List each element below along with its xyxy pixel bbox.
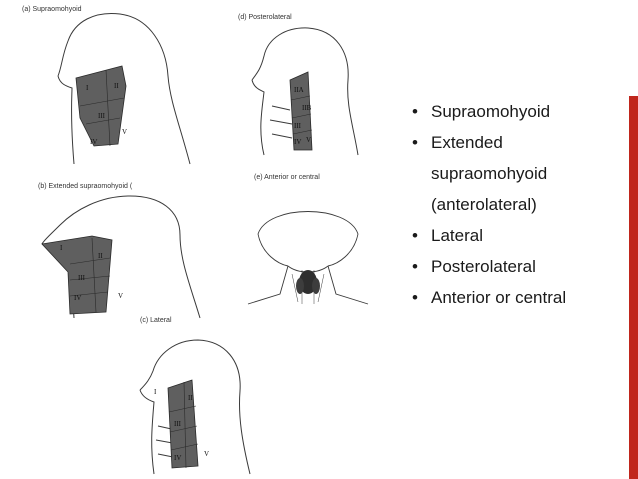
panel-e-anterior-central: (e) Anterior or central: [228, 174, 388, 314]
list-item: • Supraomohyoid: [412, 96, 622, 127]
panel-e-illustration: [247, 211, 369, 305]
panel-a-supraomohyoid: (a) Supraomohyoid I II III IV V: [20, 6, 220, 166]
list-item-continuation: supraomohyoid: [412, 158, 622, 189]
panel-a-illustration: I II III IV V: [57, 12, 191, 165]
list-item-text: (anterolateral): [431, 195, 537, 214]
panel-b-label: (b) Extended supraomohyoid (: [38, 183, 133, 190]
panel-a-level-1: I: [86, 84, 89, 92]
panel-a-level-3: III: [98, 112, 106, 120]
panel-b-level-2: II: [98, 252, 103, 260]
panel-e-label: (e) Anterior or central: [254, 174, 320, 181]
list-item: • Anterior or central: [412, 282, 622, 313]
neck-dissection-types-list: • Supraomohyoid • Extended supraomohyoid…: [412, 96, 622, 313]
bullet-glyph: •: [412, 133, 418, 152]
panel-b-level-4: IV: [74, 294, 81, 302]
panel-c-level-3: III: [174, 420, 182, 428]
panel-b-level-5: V: [118, 292, 123, 300]
panel-c-level-4: IV: [174, 454, 181, 462]
list-item-text: Extended: [431, 133, 503, 152]
panel-b-level-1: I: [60, 244, 63, 252]
bullet-glyph: •: [412, 257, 418, 276]
panel-a-label: (a) Supraomohyoid: [22, 6, 82, 13]
panel-a-level-2: II: [114, 82, 119, 90]
panel-c-level-2: II: [188, 394, 193, 402]
bullet-glyph: •: [412, 102, 418, 121]
list-item-text: Anterior or central: [431, 288, 567, 307]
panel-c-level-1: I: [154, 388, 157, 396]
list-item-text: supraomohyoid: [431, 164, 548, 183]
panel-a-level-5: V: [122, 128, 127, 136]
panel-c-illustration: I II III IV V: [139, 339, 251, 475]
panel-d-level-2a: IIA: [294, 86, 304, 94]
panel-b-illustration: I II III IV V: [41, 195, 201, 319]
panel-d-level-4: IV: [294, 138, 301, 146]
panel-a-level-4: IV: [90, 138, 97, 146]
panel-d-illustration: IIA IIB III IV V: [251, 27, 359, 156]
accent-bar: [629, 96, 638, 479]
panel-d-label: (d) Posterolateral: [238, 14, 292, 21]
panel-c-lateral: (c) Lateral I II III IV V: [120, 316, 280, 476]
panel-d-level-3: III: [294, 122, 302, 130]
panel-c-label: (c) Lateral: [140, 317, 172, 324]
list-item-continuation: (anterolateral): [412, 189, 622, 220]
list-item-text: Lateral: [431, 226, 483, 245]
list-item: • Posterolateral: [412, 251, 622, 282]
panel-c-level-5: V: [204, 450, 209, 458]
panel-b-level-3: III: [78, 274, 86, 282]
list-item: • Extended: [412, 127, 622, 158]
panel-d-posterolateral: (d) Posterolateral IIA IIB III IV V: [228, 10, 388, 160]
panel-b-extended-supraomohyoid: (b) Extended supraomohyoid ( I II III IV…: [30, 180, 230, 320]
panel-d-level-5: V: [306, 136, 311, 144]
list-item: • Lateral: [412, 220, 622, 251]
list-item-text: Supraomohyoid: [431, 102, 551, 121]
panel-d-level-2b: IIB: [302, 104, 312, 112]
list-item-text: Posterolateral: [431, 257, 536, 276]
bullet-glyph: •: [412, 288, 418, 307]
bullet-glyph: •: [412, 226, 418, 245]
